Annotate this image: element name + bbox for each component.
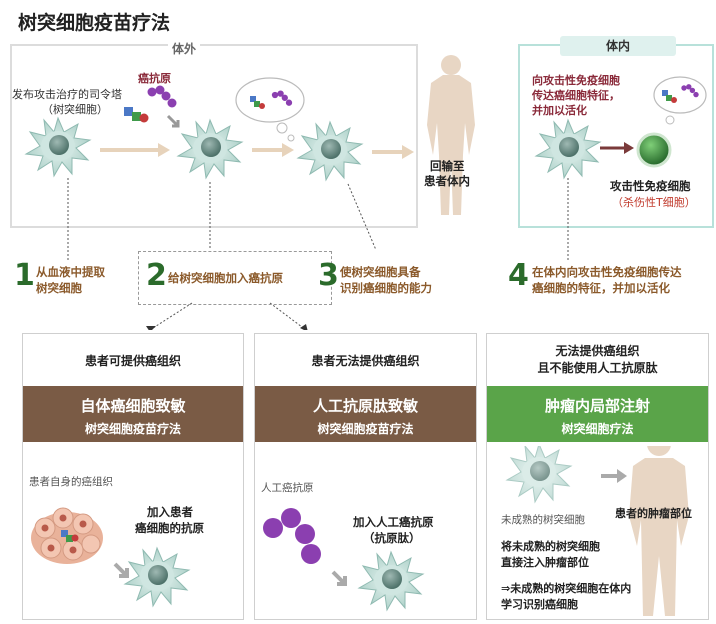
patient-torso-icon <box>629 446 689 616</box>
panel-autologous: 患者可提供癌组织 自体癌细胞致敏 树突细胞疫苗疗法 患者自身的癌组织 加入患者 … <box>22 333 244 620</box>
panel-1-note-1: 加入患者 <box>147 505 193 519</box>
antigen-icon <box>147 85 177 108</box>
panel-2-heading: 患者无法提供癌组织 <box>311 354 420 368</box>
tumor-tissue-icon <box>31 507 103 564</box>
outside-body-label: 体外 <box>168 40 201 57</box>
commander-label: 发布攻击治疗的司令塔 <box>12 88 122 101</box>
page-title: 树突细胞疫苗疗法 <box>18 12 171 34</box>
step-4-number: 4 <box>508 258 529 293</box>
panel-1-band-title: 自体癌细胞致敏 <box>80 397 186 415</box>
step-4-text: 在体内向攻击性免疫细胞传达 <box>532 265 682 279</box>
panel-3-small-label: 未成熟的树突细胞 <box>501 514 585 526</box>
panel-3-band: 肿瘤内局部注射 树突细胞疗法 <box>487 386 708 442</box>
dendritic-cell-1 <box>25 117 91 177</box>
panel-3-note-3: ⇒未成熟的树突细胞在体内 <box>501 582 632 595</box>
killer-t-cell-icon <box>636 132 672 168</box>
arrow-icon <box>331 570 347 586</box>
panel-1-note-2: 癌细胞的抗原 <box>135 521 204 535</box>
peptide-chain-icon <box>263 508 321 564</box>
flow-arrow-head <box>158 143 170 157</box>
panel-intratumoral: 无法提供癌组织 且不能使用人工抗原肽 肿瘤内局部注射 树突细胞疗法 未成熟的树突… <box>486 333 709 620</box>
immature-dendritic-cell-icon <box>506 446 572 503</box>
panel-2-note-2: （抗原肽） <box>363 531 421 545</box>
panel-2-band-title: 人工抗原肽致敏 <box>312 397 418 415</box>
return-label: 回输至 <box>430 159 465 173</box>
return-sublabel: 患者体内 <box>424 174 470 188</box>
dendritic-cell-3 <box>297 121 363 181</box>
panel-2-illustration <box>263 508 424 611</box>
panel-2-band: 人工抗原肽致敏 树突细胞疫苗疗法 <box>255 386 476 442</box>
panel-1-band: 自体癌细胞致敏 树突细胞疫苗疗法 <box>23 386 243 442</box>
dendritic-cell-icon <box>358 551 424 611</box>
step-2-text: 给树突细胞加入癌抗原 <box>168 271 283 285</box>
step-1-text-2: 树突细胞 <box>36 281 82 295</box>
flow-arrow-head <box>402 145 414 159</box>
panel-synthetic-peptide: 患者无法提供癌组织 人工抗原肽致敏 树突细胞疫苗疗法 人工癌抗原 加入人工癌抗原… <box>254 333 477 620</box>
inbody-text-2: 传达癌细胞特征， <box>532 89 620 102</box>
antigen-square-icon <box>124 107 133 116</box>
panel-1-band-subtitle: 树突细胞疫苗疗法 <box>84 422 181 436</box>
step-3-text-2: 识别癌细胞的能力 <box>340 281 432 295</box>
dendritic-cell-2 <box>177 119 243 179</box>
panel-3-note-2: 直接注入肿瘤部位 <box>501 556 589 569</box>
step-2-box <box>138 251 332 305</box>
dendritic-cell-inbody <box>535 119 601 179</box>
panel-1-illustration <box>31 507 190 607</box>
activation-arrow-head <box>624 142 634 154</box>
panel-3-heading: 无法提供癌组织 <box>555 344 640 358</box>
panel-2-note-1: 加入人工癌抗原 <box>353 515 434 529</box>
panel-3-heading-2: 且不能使用人工抗原肽 <box>537 361 658 375</box>
panel-1-heading: 患者可提供癌组织 <box>84 354 181 368</box>
tcell-sublabel: （杀伤性T细胞） <box>612 196 696 209</box>
panel-2-small-label: 人工癌抗原 <box>261 482 314 494</box>
step-1-text: 从血液中提取 <box>36 265 105 279</box>
antigen-dot-icon <box>139 113 149 123</box>
step-2-number: 2 <box>146 258 167 293</box>
connector-line <box>347 183 377 251</box>
thought-bubble-inbody-icon <box>653 76 707 125</box>
connector-arrow-head <box>300 324 308 330</box>
tcell-label: 攻击性免疫细胞 <box>610 179 691 193</box>
connector-line <box>149 302 193 330</box>
step-4-text-2: 癌细胞的特征，并加以活化 <box>532 281 670 295</box>
inbody-text-1: 向攻击性免疫细胞 <box>532 74 620 87</box>
connector-arrow-head <box>146 326 156 330</box>
commander-sublabel: （树突细胞） <box>42 103 108 116</box>
patient-figure <box>427 55 475 215</box>
panel-3-band-title: 肿瘤内局部注射 <box>544 397 650 415</box>
arrow-icon <box>113 562 129 578</box>
process-illustration <box>25 55 707 330</box>
inside-body-label: 体内 <box>560 36 676 56</box>
connector-line <box>269 302 307 330</box>
panel-2-band-subtitle: 树突细胞疫苗疗法 <box>317 422 414 436</box>
arrow-icon <box>166 114 180 128</box>
step-3-text: 使树突细胞具备 <box>340 265 421 279</box>
outside-body-frame <box>10 44 418 228</box>
panel-3-note-1: 将未成熟的树突细胞 <box>501 540 600 553</box>
flow-arrow-head <box>282 143 294 157</box>
thought-bubble-icon <box>235 77 305 142</box>
arrow-head <box>617 469 627 483</box>
panel-3-band-subtitle: 树突细胞疗法 <box>561 422 634 436</box>
dendritic-cell-icon <box>124 547 190 607</box>
antigen-label: 癌抗原 <box>138 72 171 85</box>
step-1-number: 1 <box>14 258 35 293</box>
panel-3-illustration <box>506 446 689 616</box>
panel-3-note-4: 学习识别癌细胞 <box>501 598 578 611</box>
antigen-square-icon <box>132 112 141 121</box>
step-3-number: 3 <box>318 258 339 293</box>
inbody-text-3: 并加以活化 <box>532 104 587 117</box>
panel-1-small-label: 患者自身的癌组织 <box>29 476 113 488</box>
panel-3-side-label: 患者的肿瘤部位 <box>615 507 692 520</box>
